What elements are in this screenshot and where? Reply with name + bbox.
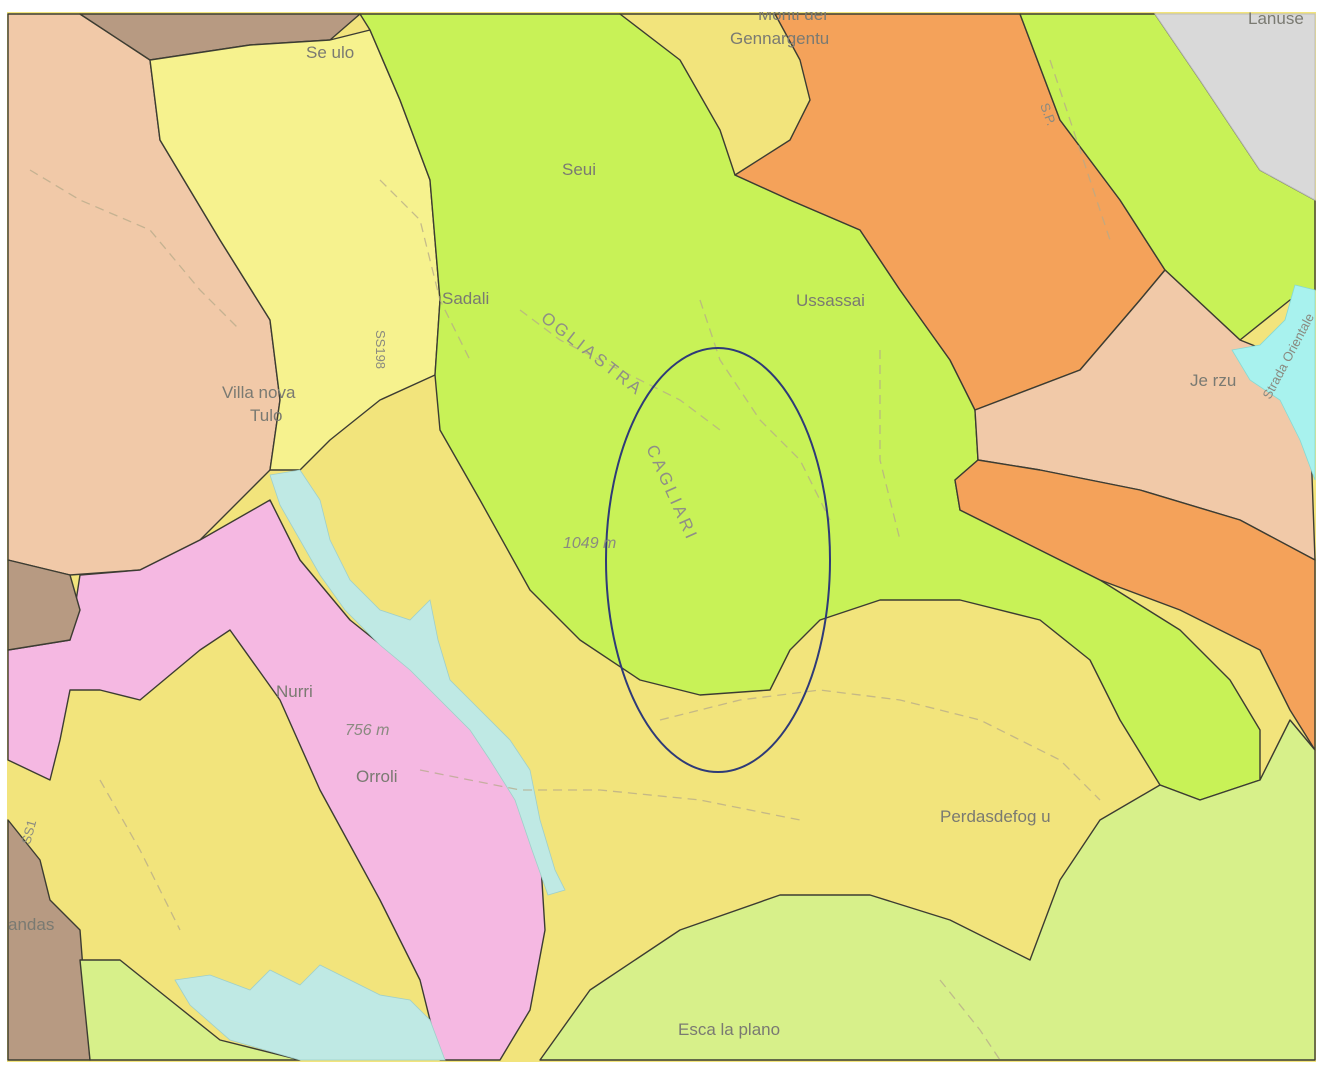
zone-pink[interactable]: [7, 499, 546, 1061]
road-label-ss198: SS198: [373, 330, 388, 369]
label-seui: Seui: [562, 160, 596, 179]
zone-grey-northeast[interactable]: [1154, 13, 1316, 201]
label-villanova: Villa nova: [222, 383, 296, 402]
label-perdasdefogu: Perdasdefog u: [940, 807, 1051, 826]
label-sadali: Sadali: [442, 289, 489, 308]
frame-top: [0, 0, 1322, 12]
zone-brown-west[interactable]: [7, 559, 81, 651]
road-5: [879, 350, 901, 541]
label-lanusei: Lanuse: [1248, 9, 1304, 28]
frame-right: [1316, 0, 1322, 1070]
label-jerzu: Je rzu: [1190, 371, 1236, 390]
road-10: [939, 979, 1001, 1061]
zone-brown-southwest[interactable]: [7, 819, 91, 1061]
elevation-756: 756 m: [345, 722, 389, 739]
elevation-1049: 1049 m: [563, 535, 616, 552]
road-3: [519, 309, 721, 431]
label-escalaplano: Esca la plano: [678, 1020, 780, 1039]
lake-mulargia: [174, 964, 446, 1061]
frame-bottom: [0, 1062, 1322, 1070]
road-7: [419, 769, 801, 821]
zone-light-green-south[interactable]: [539, 719, 1316, 1061]
road-4: [699, 299, 831, 521]
zone-orange-southeast[interactable]: [954, 459, 1316, 751]
label-ussassai: Ussassai: [796, 291, 865, 310]
label-nurri: Nurri: [276, 682, 313, 701]
label-seulo: Se ulo: [306, 43, 354, 62]
road-2: [379, 179, 471, 361]
road-label-sp-north: S.P.: [1037, 101, 1059, 128]
label-tulo: Tulo: [250, 406, 282, 425]
frame-left: [0, 0, 7, 1070]
road-9: [99, 779, 181, 931]
label-mandas: andas: [8, 915, 54, 934]
road-8: [1049, 59, 1111, 241]
label-orroli: Orroli: [356, 767, 398, 786]
road-1: [29, 169, 241, 331]
road-6: [659, 689, 1101, 801]
zone-pale-yellow-nw[interactable]: [149, 29, 441, 471]
label-gennargentu: Gennargentu: [730, 29, 829, 48]
road-label-ss-west: SS1: [18, 818, 39, 846]
lake-flumendosa: [269, 469, 566, 896]
river-east: [1231, 284, 1316, 481]
highlight-ellipse[interactable]: [605, 347, 831, 773]
